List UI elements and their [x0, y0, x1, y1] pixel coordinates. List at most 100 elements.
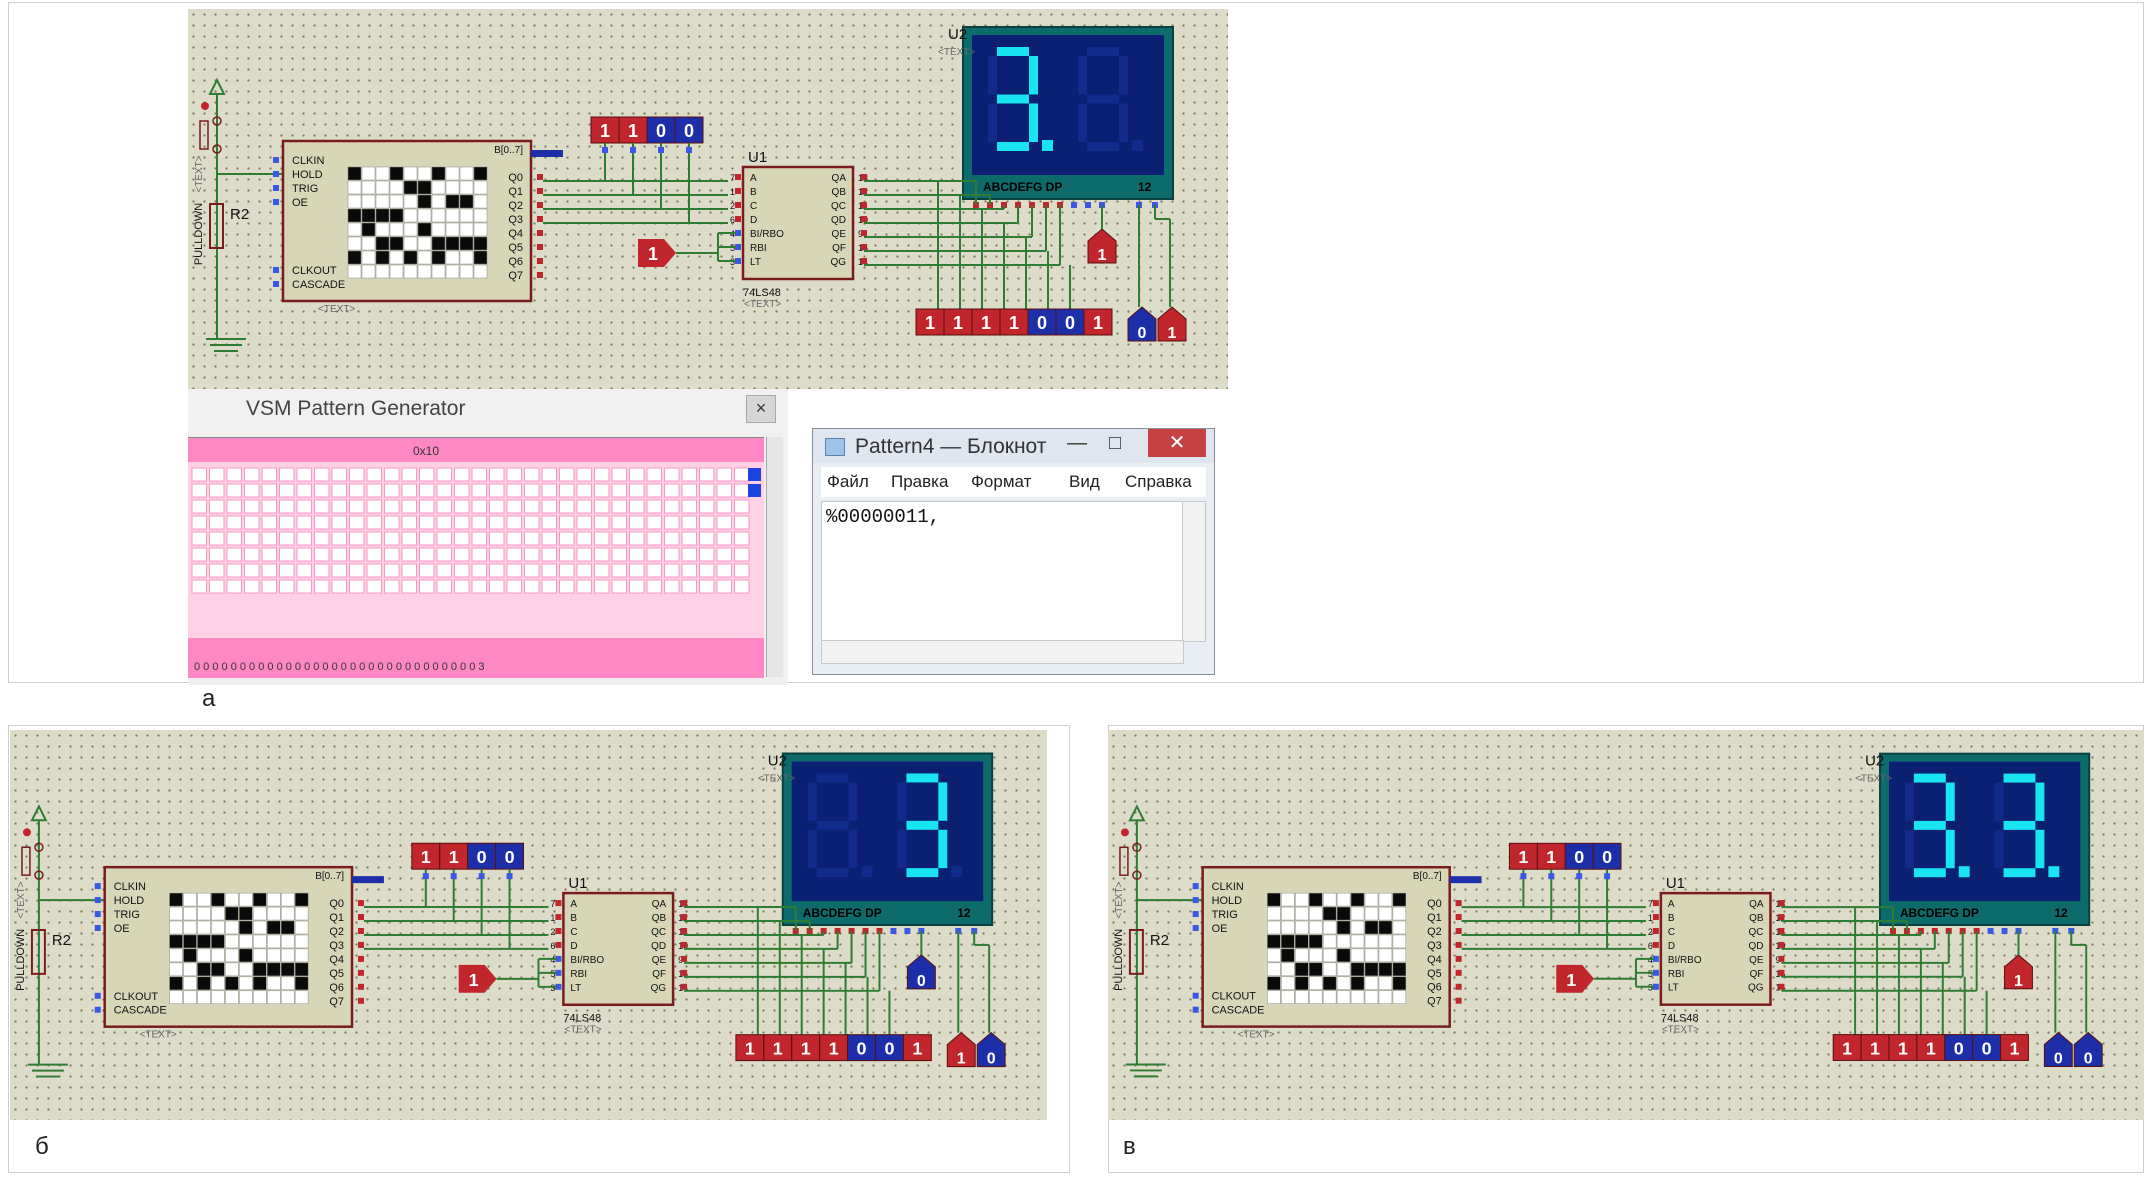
pattern-generator-titlebar[interactable]: VSM Pattern Generator ×	[188, 389, 788, 429]
u1-pin-number: 9	[858, 229, 863, 239]
pattern-cell	[211, 892, 225, 907]
notepad-minimize-button[interactable]: —	[1067, 432, 1087, 454]
u1-pin-label: QF	[1750, 969, 1764, 980]
pattern-cell	[361, 166, 376, 181]
pattern-cell	[1322, 962, 1337, 977]
notepad-text-area[interactable]: %00000011,	[821, 501, 1184, 642]
menu-view[interactable]: Вид	[1069, 472, 1100, 491]
notepad-horizontal-scrollbar[interactable]	[821, 640, 1184, 664]
pattern-cell	[734, 531, 750, 546]
pattern-cell	[1295, 920, 1309, 935]
pin-marker	[1455, 983, 1462, 990]
pattern-cell	[1336, 920, 1351, 935]
pattern-cell	[1350, 920, 1365, 935]
pattern-cell	[209, 563, 225, 578]
pg-bus-wire	[531, 150, 563, 157]
pattern-cell	[209, 579, 225, 594]
digit-right-segment-f	[1078, 56, 1087, 95]
pattern-cell	[459, 264, 474, 279]
menu-edit[interactable]: Правка	[891, 472, 949, 491]
digit-right-segment-a	[2003, 773, 2036, 783]
u1-pin-label: BI/RBO	[750, 229, 784, 240]
pattern-cell	[403, 166, 418, 181]
menu-help[interactable]: Справка	[1125, 472, 1192, 491]
pg-pin-label: Q6	[508, 256, 523, 268]
probe-dot	[201, 102, 209, 110]
pattern-cell	[734, 563, 750, 578]
pattern-cell	[646, 531, 662, 546]
pattern-cell	[280, 976, 295, 991]
pattern-cell	[473, 236, 488, 251]
pattern-cell	[664, 467, 680, 482]
pattern-generator-close-button[interactable]: ×	[746, 395, 776, 423]
pattern-cell	[1364, 906, 1379, 921]
pattern-cell	[445, 166, 460, 181]
pattern-cell	[211, 920, 225, 935]
notepad-titlebar[interactable]: Pattern4 — Блокнот — □ ✕	[813, 429, 1214, 463]
menu-format[interactable]: Формат	[971, 472, 1032, 491]
u2-display-screen	[972, 35, 1164, 175]
pattern-cell	[454, 467, 470, 482]
pin-marker	[876, 927, 883, 934]
pattern-cell	[1350, 962, 1365, 977]
pattern-cell	[506, 579, 522, 594]
output-logic-state-6-value: 1	[1093, 313, 1103, 333]
probe-digit-1	[946, 1032, 976, 1068]
pattern-cell	[594, 563, 610, 578]
pattern-cell	[681, 499, 697, 514]
pattern-cell	[417, 166, 432, 181]
output-logic-state-6	[902, 1034, 932, 1062]
pattern-cell	[559, 483, 575, 498]
resistor-label: R2	[230, 206, 249, 223]
pattern-cell	[431, 236, 446, 251]
pattern-cell	[559, 563, 575, 578]
pattern-cell	[436, 547, 452, 562]
digit-left-segment-f	[807, 782, 817, 821]
u1-pin-number: 9	[678, 955, 683, 965]
u1-pin-label: LT	[1668, 983, 1679, 994]
pattern-cell	[349, 483, 365, 498]
schematic-svg: R2PULLDOWN<TEXT>CLKINHOLDTRIGOECLKOUTCAS…	[1113, 753, 2103, 1078]
notepad-maximize-button[interactable]: □	[1108, 432, 1122, 454]
u1-pin-label: A	[1668, 899, 1675, 910]
u1-pin-label: B	[1668, 913, 1675, 924]
pattern-cell	[361, 236, 376, 251]
pattern-cell	[489, 515, 505, 530]
pulldown-label: PULLDOWN	[193, 203, 205, 265]
pin-marker	[537, 244, 543, 250]
pattern-cell	[611, 579, 627, 594]
pattern-cell	[445, 250, 460, 265]
notepad-close-button[interactable]: ✕	[1148, 429, 1206, 457]
pg-pin-label: OE	[1212, 923, 1228, 935]
pattern-cell	[664, 531, 680, 546]
pin-marker	[630, 147, 636, 153]
pattern-cell	[1322, 976, 1337, 990]
pattern-cell	[489, 499, 505, 514]
pin-marker	[971, 927, 978, 934]
pattern-cell	[576, 563, 592, 578]
pattern-cell	[1336, 948, 1351, 963]
pattern-cell	[294, 892, 309, 907]
pattern-cell	[611, 563, 627, 578]
pattern-scrollbar[interactable]	[766, 437, 783, 677]
pattern-cell	[559, 499, 575, 514]
pattern-cell	[1308, 920, 1323, 935]
pattern-cell	[489, 547, 505, 562]
pattern-cell	[331, 531, 347, 546]
menu-file[interactable]: Файл	[827, 472, 869, 491]
pattern-cell	[209, 499, 225, 514]
digit-right-segment-dp	[1132, 140, 1143, 151]
pattern-cell	[1322, 892, 1337, 907]
pattern-cell	[1364, 976, 1379, 990]
digit-left-segment-b	[1029, 56, 1038, 95]
notepad-vertical-scrollbar[interactable]	[1182, 501, 1206, 642]
pattern-cell	[331, 483, 347, 498]
pattern-cell	[417, 264, 432, 279]
pattern-cell	[594, 467, 610, 482]
pattern-cell	[1350, 976, 1365, 990]
pin-marker	[1455, 900, 1462, 907]
digit-right-segment-g	[906, 820, 939, 830]
u1-pin-label: RBI	[570, 969, 587, 980]
pin-marker	[1652, 900, 1659, 907]
